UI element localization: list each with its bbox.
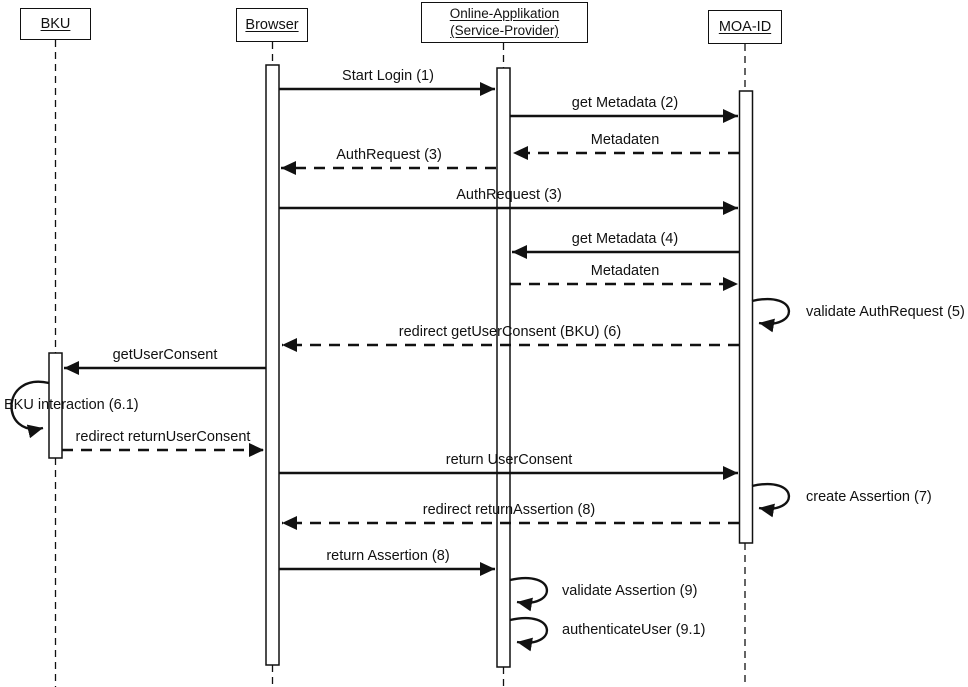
- activation-bar-online-app: [496, 67, 511, 668]
- message-label-get-metadata-2: get Metadata (2): [571, 95, 679, 111]
- message-label-metadaten-2: Metadaten: [590, 263, 660, 279]
- message-label-metadaten-1: Metadaten: [590, 132, 660, 148]
- activation-bar-bku: [48, 352, 63, 459]
- message-label-getuserconsent: getUserConsent: [112, 347, 218, 363]
- actor-bku: BKU: [20, 8, 91, 40]
- message-label-create-assertion: create Assertion (7): [806, 489, 932, 505]
- message-label-redirect-returnassertion: redirect returnAssertion (8): [422, 502, 596, 518]
- lifelines: [54, 40, 746, 687]
- actor-moa-id-label: MOA-ID: [718, 18, 772, 35]
- message-label-return-assertion-8: return Assertion (8): [326, 548, 450, 564]
- loop-validate-authrequest: [751, 298, 791, 333]
- message-label-bku-interaction: BKU interaction (6.1): [4, 397, 139, 413]
- message-label-validate-authrequest: validate AuthRequest (5): [806, 304, 965, 320]
- message-label-redirect-getuserconsent: redirect getUserConsent (BKU) (6): [398, 324, 622, 340]
- activation-bars: [48, 64, 754, 668]
- activation-bar-moa-id: [738, 90, 754, 544]
- sync-arrows: [64, 82, 739, 576]
- message-label-authrequest-3-sync: AuthRequest (3): [456, 187, 562, 203]
- actor-moa-id: MOA-ID: [708, 10, 782, 44]
- loop-bku-interaction: [10, 380, 50, 439]
- actor-online-app-label: Online-Applikation (Service-Provider): [449, 5, 560, 38]
- actor-bku-label: BKU: [40, 15, 71, 32]
- actor-browser: Browser: [236, 8, 308, 42]
- actor-browser-label: Browser: [245, 16, 299, 33]
- message-label-authenticateuser: authenticateUser (9.1): [562, 622, 706, 638]
- message-label-authrequest-3-reply: AuthRequest (3): [336, 147, 442, 163]
- message-label-start-login: Start Login (1): [342, 68, 434, 84]
- message-label-get-metadata-4: get Metadata (4): [571, 231, 679, 247]
- message-label-return-userconsent: return UserConsent: [445, 452, 573, 468]
- loop-create-assertion: [751, 483, 791, 518]
- message-label-redirect-returnuserconsent: redirect returnUserConsent: [75, 429, 251, 445]
- loop-validate-assertion: [509, 577, 549, 612]
- self-loops: [10, 298, 791, 652]
- message-label-validate-assertion: validate Assertion (9): [562, 583, 698, 599]
- actor-online-app: Online-Applikation (Service-Provider): [421, 2, 588, 43]
- loop-authenticateuser: [509, 617, 549, 652]
- activation-bar-browser: [265, 64, 280, 666]
- reply-arrows: [62, 146, 739, 530]
